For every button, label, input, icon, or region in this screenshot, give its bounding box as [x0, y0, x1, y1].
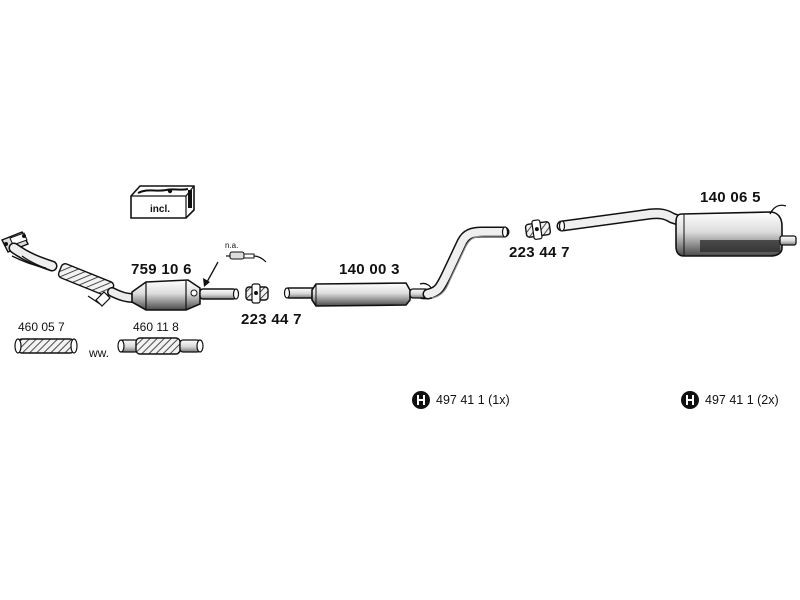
part-number-middle-silencer: 140 00 3	[339, 261, 400, 278]
part-number-clamp-front: 223 44 7	[241, 311, 302, 328]
front-pipe-with-flex	[1, 231, 139, 307]
part-number-rear-silencer: 140 06 5	[700, 189, 761, 206]
alternative-note: ww.	[89, 346, 110, 360]
lambda-sensor	[203, 251, 267, 287]
clamp-front	[245, 283, 269, 304]
mounting-ref-text-1: 497 41 1 (1x)	[436, 393, 510, 407]
flex-pipe-460-05-7	[14, 338, 78, 354]
sensor-note: n.a.	[225, 241, 239, 250]
mounting-ref-text-2: 497 41 1 (2x)	[705, 393, 779, 407]
part-number-clamp-rear: 223 44 7	[509, 244, 570, 261]
part-number-catalytic: 759 10 6	[131, 261, 192, 278]
middle-silencer	[283, 226, 510, 307]
part-number-flex-pipe-2: 460 11 8	[133, 320, 179, 334]
included-parts-box	[130, 185, 195, 219]
clamp-rear	[524, 219, 552, 240]
flex-pipe-460-11-8	[117, 337, 204, 355]
mounting-reference-2: 497 41 1 (2x)	[681, 391, 779, 409]
catalytic-converter	[131, 279, 240, 311]
part-number-flex-pipe-1: 460 05 7	[18, 320, 65, 334]
mounting-reference-1: 497 41 1 (1x)	[412, 391, 510, 409]
mounting-clamp-icon	[681, 391, 699, 409]
incl-label: incl.	[150, 204, 171, 215]
mounting-clamp-icon	[412, 391, 430, 409]
rear-silencer	[556, 204, 797, 257]
